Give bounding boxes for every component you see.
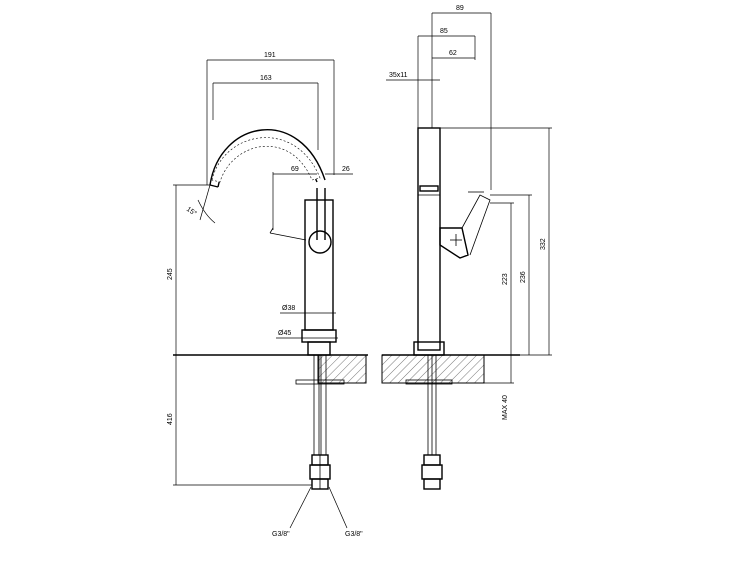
handle-knob (308, 230, 332, 254)
dim-max40-label: MAX 40 (502, 395, 509, 420)
dim-35x11-label: 35x11 (389, 72, 408, 79)
dim-26-label: 26 (342, 166, 350, 173)
dim-332-label: 332 (540, 238, 547, 250)
body-column (304, 199, 334, 331)
mounting-plate (295, 379, 345, 385)
base-ring (307, 341, 331, 356)
front-view: 191 163 69 26 15° 245 Ø38 Ø45 416 G3/ (167, 52, 368, 538)
dim-89-label: 89 (456, 5, 464, 12)
side-countertop-slab (381, 354, 485, 384)
side-hoses (421, 355, 443, 490)
dim-d38-label: Ø38 (282, 305, 295, 312)
dim-416-label: 416 (167, 413, 174, 425)
side-body (417, 127, 441, 351)
dim-62-label: 62 (449, 50, 457, 57)
side-view: 89 85 62 35x11 332 236 223 MAX 40 (381, 5, 552, 490)
dim-69-label: 69 (291, 166, 299, 173)
dim-angle-label: 15° (185, 205, 198, 218)
dim-d45-label: Ø45 (278, 330, 291, 337)
hoses (309, 355, 331, 490)
connection-right-label: G3/8" (345, 531, 363, 538)
dim-245-label: 245 (167, 268, 174, 280)
dim-163-label: 163 (260, 75, 272, 82)
spout-outer (209, 129, 326, 186)
dim-223-label: 223 (502, 273, 509, 285)
dim-191-label: 191 (264, 52, 276, 59)
dim-236-label: 236 (520, 271, 527, 283)
countertop-slab (317, 354, 367, 384)
side-handle (439, 227, 469, 259)
base-collar (301, 329, 337, 343)
dim-85-label: 85 (440, 28, 448, 35)
connection-left-label: G3/8" (272, 531, 290, 538)
